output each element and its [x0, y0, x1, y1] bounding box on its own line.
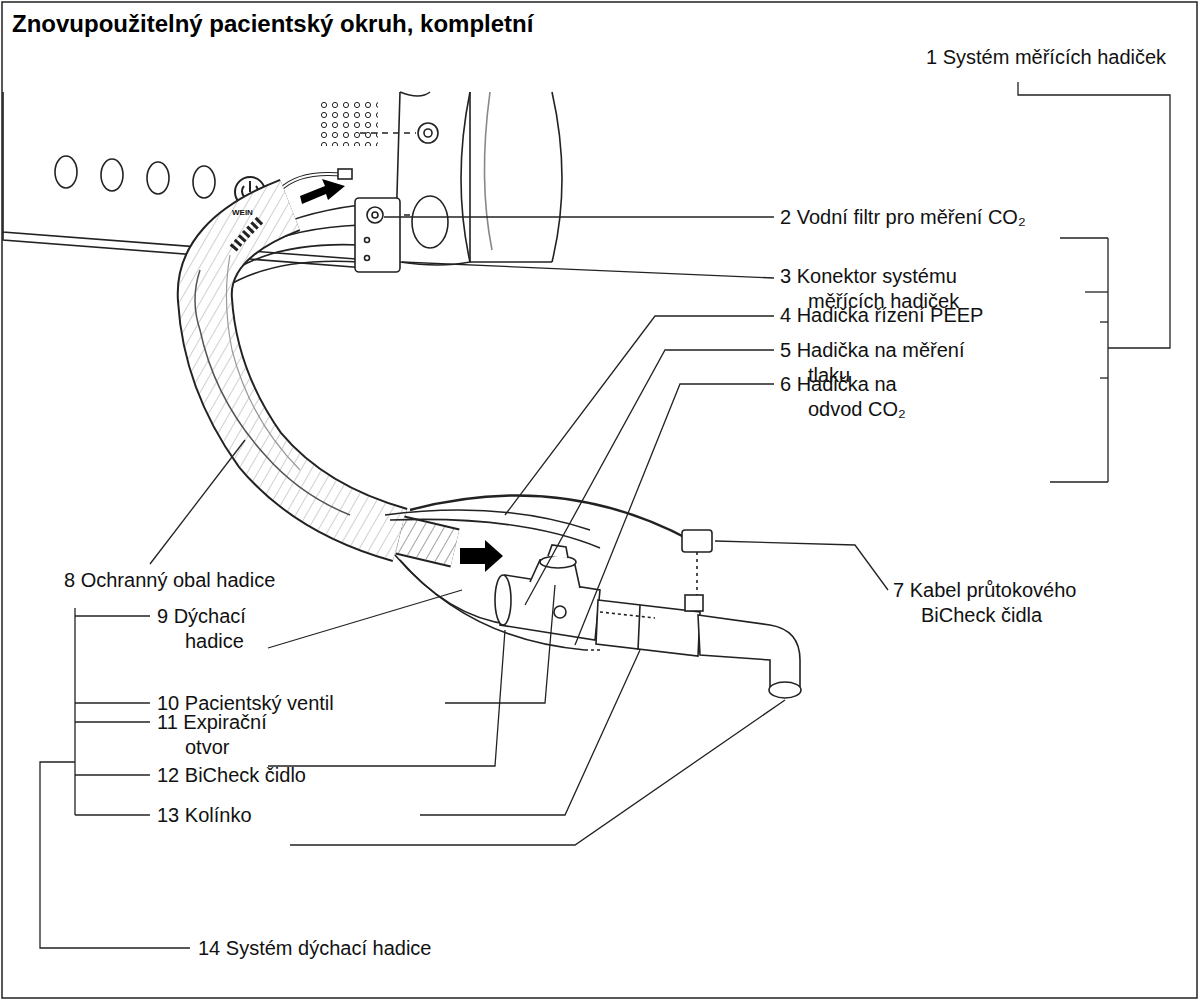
- elbow: [698, 615, 800, 690]
- water-filter: [367, 207, 383, 223]
- tube-connector: [355, 198, 400, 272]
- callout-label: 2 Vodní filtr pro měření CO₂: [780, 205, 1026, 230]
- sensor-cable-plug: [682, 530, 712, 552]
- direction-arrow: [300, 179, 345, 204]
- brand-text: WEIN: [232, 208, 253, 218]
- patient-valve-assembly: [495, 545, 801, 698]
- callout-label: 11 Expirační otvor: [157, 710, 297, 760]
- callout-label: 9 Dýchací hadice: [157, 604, 269, 654]
- callout-label: 4 Hadička řízení PEEP: [780, 303, 983, 328]
- callout-label: 6 Hadička na odvod CO₂: [780, 372, 930, 422]
- callout-label: 14 Systém dýchací hadice: [198, 936, 431, 961]
- callout-label: 13 Kolínko: [157, 803, 252, 828]
- direction-arrow: [460, 540, 503, 572]
- callout-label: 7 Kabel průtokového BiCheck čidla: [893, 578, 1115, 628]
- leader-lines: [40, 82, 1170, 948]
- breathing-hose: [195, 205, 455, 548]
- callout-label: 1 Systém měřících hadiček: [926, 45, 1166, 70]
- callout-label: 12 BiCheck čidlo: [157, 763, 306, 788]
- diagram-title: Znovupoužitelný pacientský okruh, komple…: [12, 10, 533, 38]
- ventilator-device: [3, 92, 562, 270]
- callout-label: 8 Ochranný obal hadice: [64, 568, 275, 593]
